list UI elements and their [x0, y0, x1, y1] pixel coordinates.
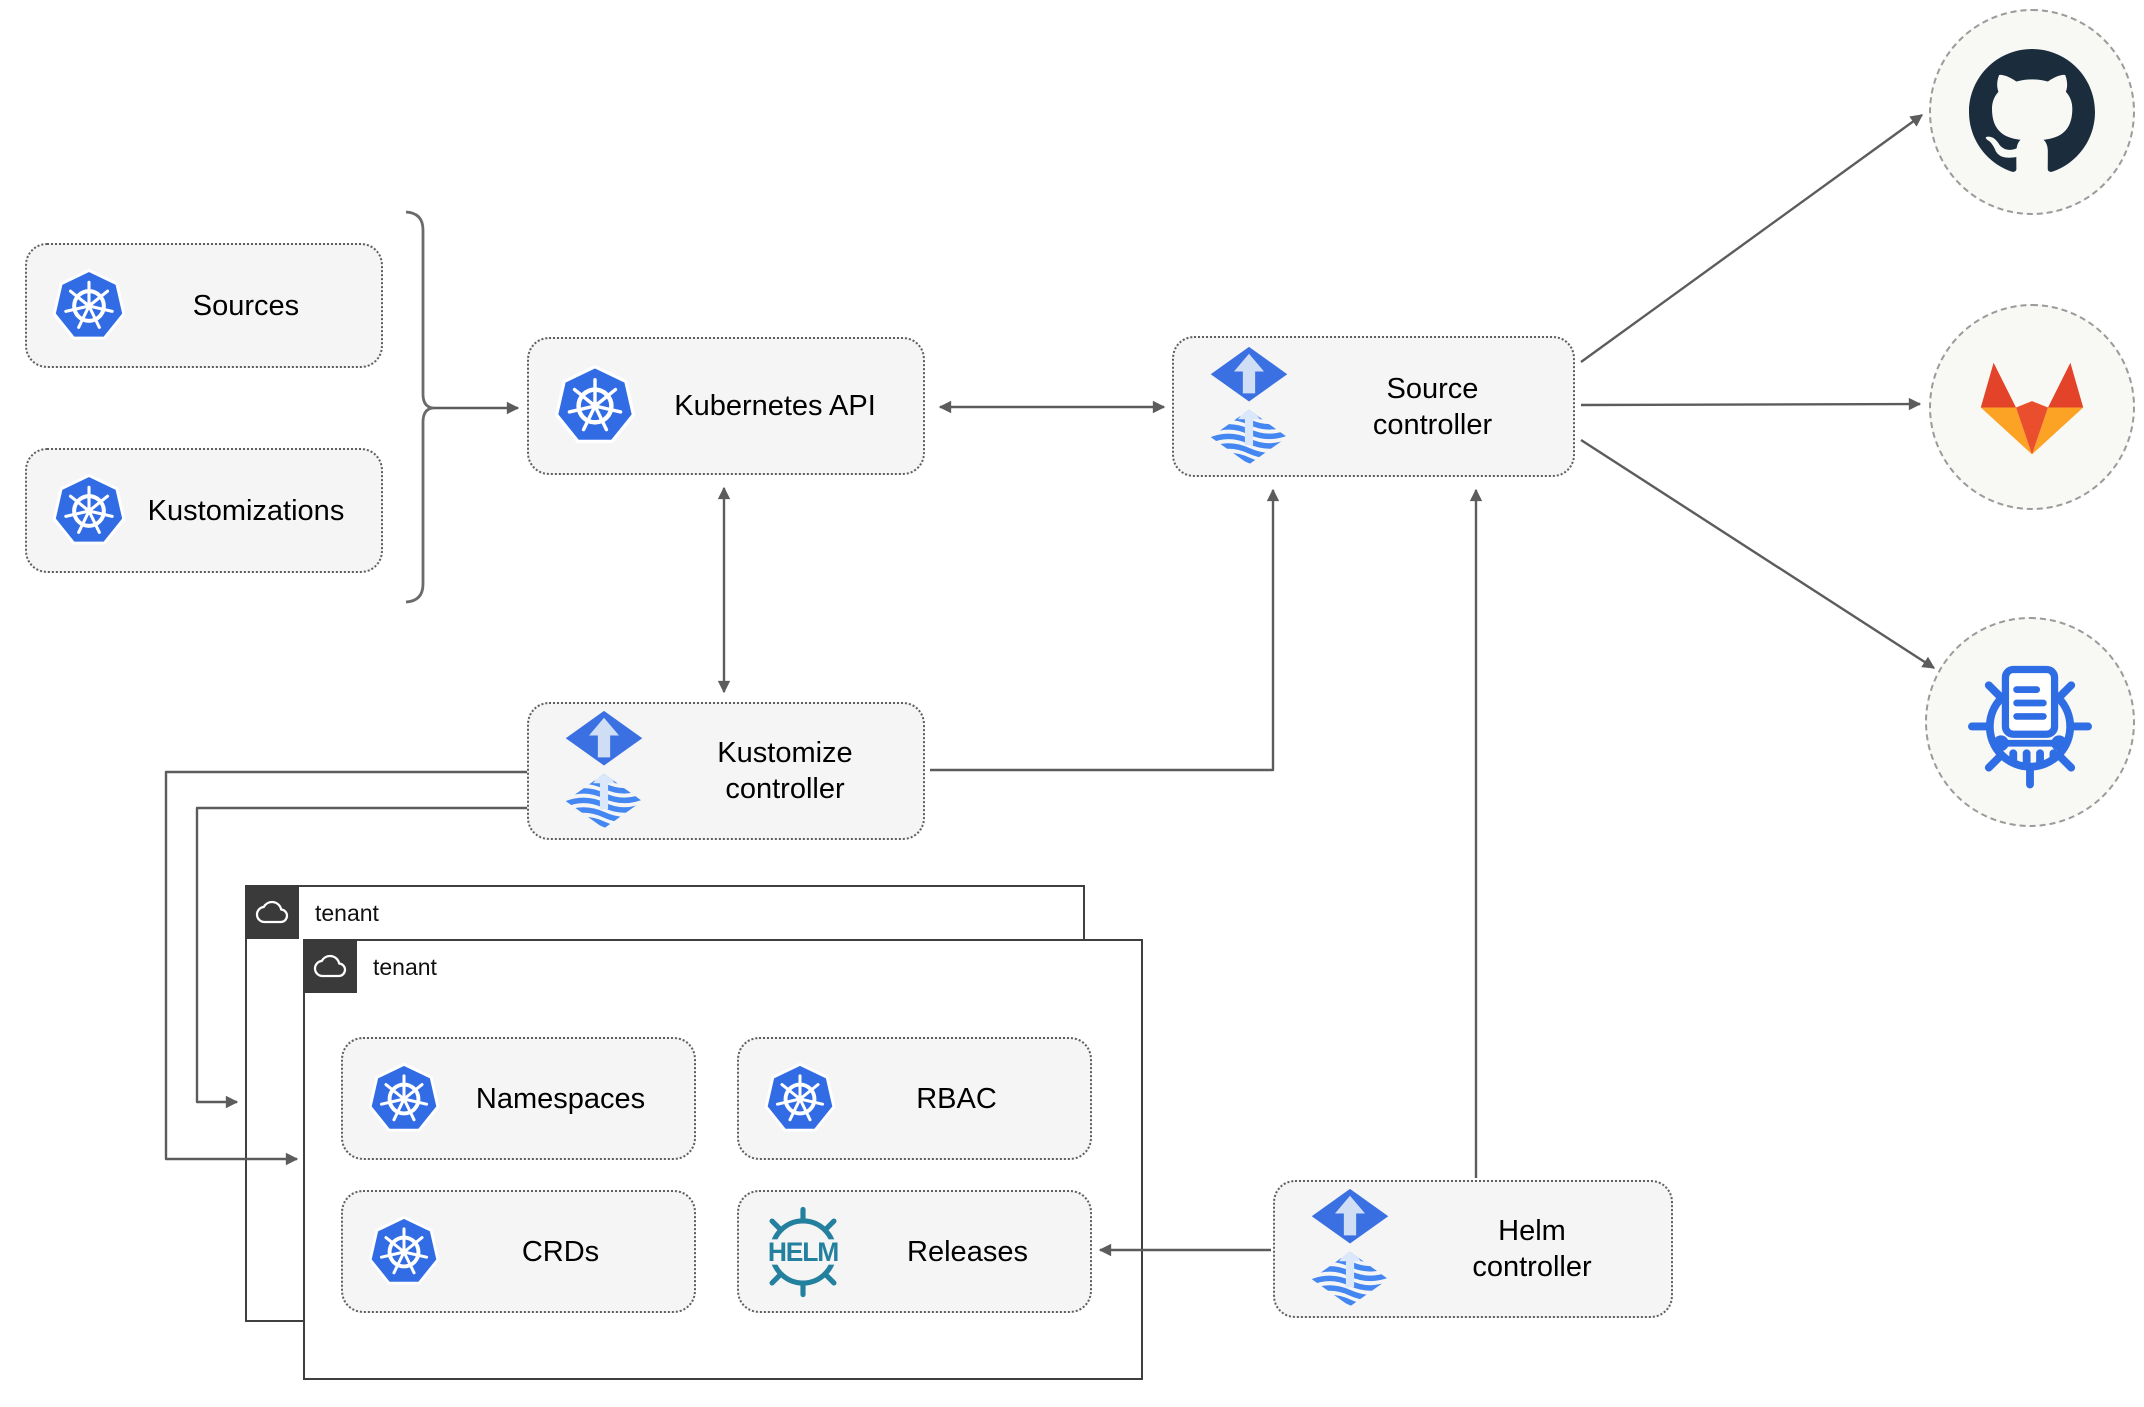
flux-icon	[1208, 344, 1290, 470]
node-label: CRDs	[521, 1235, 600, 1268]
node-kubernetes-api: Kubernetes API	[527, 337, 925, 475]
chartmuseum-icon	[1963, 655, 2097, 789]
endpoint-chart-repository	[1925, 617, 2135, 827]
node-namespaces: Namespaces	[341, 1037, 696, 1160]
cloud-icon	[313, 951, 347, 981]
endpoint-gitlab	[1929, 304, 2135, 510]
kubernetes-icon	[367, 1062, 441, 1136]
node-sources: Sources	[25, 243, 383, 368]
node-rbac: RBAC	[737, 1037, 1092, 1160]
gitlab-icon	[1968, 354, 2096, 461]
node-label: RBAC	[916, 1082, 997, 1115]
node-kustomizations: Kustomizations	[25, 448, 383, 573]
node-label: Kustomizations	[147, 494, 345, 527]
node-label: Namespaces	[475, 1082, 646, 1115]
node-helm-controller: Helm controller	[1273, 1180, 1673, 1318]
brace-sources-group	[405, 210, 435, 604]
node-label: Kustomize controller	[717, 736, 853, 805]
node-label: Helm controller	[1472, 1214, 1592, 1283]
kubernetes-icon	[51, 268, 127, 344]
node-releases: HELM Releases	[737, 1190, 1092, 1313]
node-label: Kubernetes API	[674, 389, 876, 422]
tenant-badge	[244, 884, 299, 939]
helm-wordmark: HELM	[768, 1237, 838, 1267]
edge-source-to-github	[1580, 114, 1924, 363]
kubernetes-icon	[763, 1062, 837, 1136]
flux-icon	[563, 708, 645, 834]
tenant-label: tenant	[373, 953, 437, 980]
cloud-icon	[255, 897, 289, 927]
edge-kustomize-to-source-controller	[930, 488, 1280, 772]
endpoint-github	[1929, 9, 2135, 215]
tenant-label: tenant	[315, 899, 379, 926]
tenant-badge	[302, 938, 357, 993]
kubernetes-icon	[553, 364, 637, 448]
node-source-controller: Source controller	[1172, 336, 1575, 477]
node-label: Sources	[192, 289, 300, 322]
github-icon	[1969, 49, 2095, 175]
flux-icon	[1309, 1186, 1391, 1312]
kubernetes-icon	[367, 1215, 441, 1289]
edge-source-to-chart-repository	[1580, 438, 1936, 670]
kubernetes-icon	[51, 473, 127, 549]
node-crds: CRDs	[341, 1190, 696, 1313]
node-kustomize-controller: Kustomize controller	[527, 702, 925, 840]
node-label: Releases	[907, 1235, 1028, 1268]
helm-icon: HELM	[757, 1206, 849, 1298]
edge-source-to-gitlab	[1580, 397, 1922, 411]
node-label: Source controller	[1372, 372, 1493, 441]
